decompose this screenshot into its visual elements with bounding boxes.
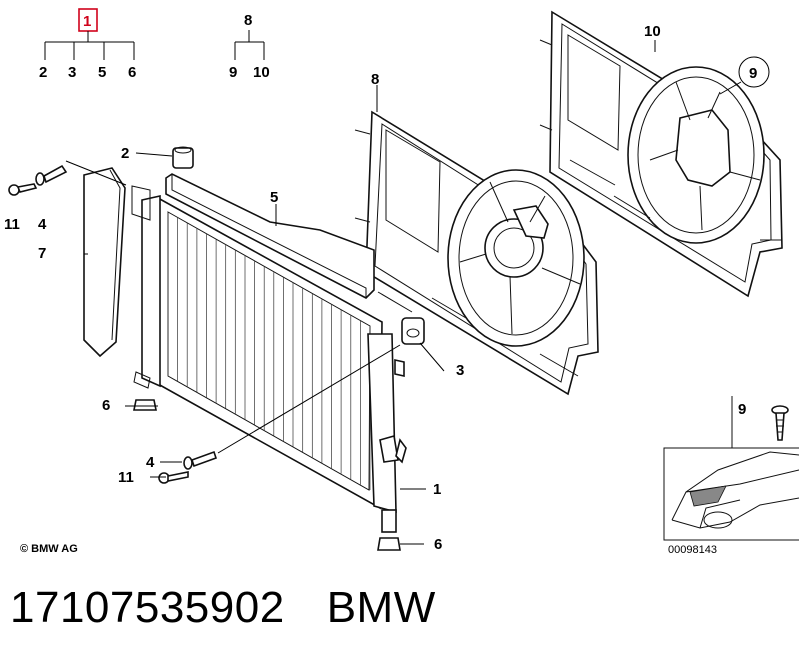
bushing-part-6-lower bbox=[377, 537, 401, 551]
leader-lines bbox=[65, 40, 742, 545]
radiator-fins bbox=[167, 212, 371, 490]
callout-5: 5 bbox=[270, 189, 278, 206]
part-tree-8: 8 9 10 bbox=[229, 12, 270, 81]
tree-child-label: 2 bbox=[39, 64, 47, 81]
part-tree-1: 1 2 3 5 6 bbox=[39, 8, 136, 81]
tree-group-root-label: 8 bbox=[244, 12, 252, 29]
tree-root-label: 1 bbox=[83, 13, 91, 30]
bushing-part-6-upper bbox=[133, 399, 157, 411]
part-number: 17107535902 bbox=[10, 583, 285, 632]
bolt-part-11-lower bbox=[158, 471, 189, 484]
rubber-mount-part-3 bbox=[401, 317, 425, 345]
side-panel-part-7 bbox=[83, 167, 126, 358]
callout-6-upper: 6 bbox=[102, 397, 110, 414]
callout-4-upper: 4 bbox=[38, 216, 47, 233]
tree-child-label: 5 bbox=[98, 64, 106, 81]
callout-7: 7 bbox=[38, 245, 46, 262]
callout-3: 3 bbox=[456, 362, 464, 379]
clip-part-4-lower bbox=[183, 450, 218, 470]
radiator-part-1 bbox=[131, 185, 407, 533]
fan-shroud-part-8 bbox=[354, 110, 599, 396]
tree-child-label: 6 bbox=[128, 64, 136, 81]
callout-10: 10 bbox=[644, 23, 661, 40]
callout-8: 8 bbox=[371, 71, 379, 88]
copyright-text: © BMW AG bbox=[20, 543, 78, 555]
callout-11-lower: 11 bbox=[118, 469, 134, 486]
fan-shroud-part-10 bbox=[539, 10, 783, 298]
tree-child-label: 3 bbox=[68, 64, 76, 81]
seal-strip-part-5 bbox=[165, 173, 375, 299]
callout-2: 2 bbox=[121, 145, 129, 162]
callout-6-lower: 6 bbox=[434, 536, 442, 553]
clip-part-4-upper bbox=[35, 164, 68, 186]
car-location-icon bbox=[671, 451, 799, 529]
callout-11-upper: 11 bbox=[4, 216, 20, 233]
callout-9-inset: 9 bbox=[738, 401, 746, 418]
callout-1: 1 bbox=[433, 481, 441, 498]
diagram-number: 00098143 bbox=[668, 544, 717, 556]
inset-panel: 9 bbox=[663, 396, 799, 541]
screw-icon bbox=[771, 405, 789, 441]
rubber-mount-part-2 bbox=[172, 146, 194, 169]
tree-child-label: 10 bbox=[253, 64, 270, 81]
bolt-part-11-upper bbox=[8, 183, 38, 196]
callout-4-lower: 4 bbox=[146, 454, 155, 471]
tree-child-label: 9 bbox=[229, 64, 237, 81]
brand-name: BMW bbox=[326, 583, 436, 632]
callout-9-circled: 9 bbox=[749, 65, 757, 82]
footer-caption: 17107535902 BMW bbox=[10, 583, 436, 633]
callout-9-circle bbox=[738, 56, 770, 88]
